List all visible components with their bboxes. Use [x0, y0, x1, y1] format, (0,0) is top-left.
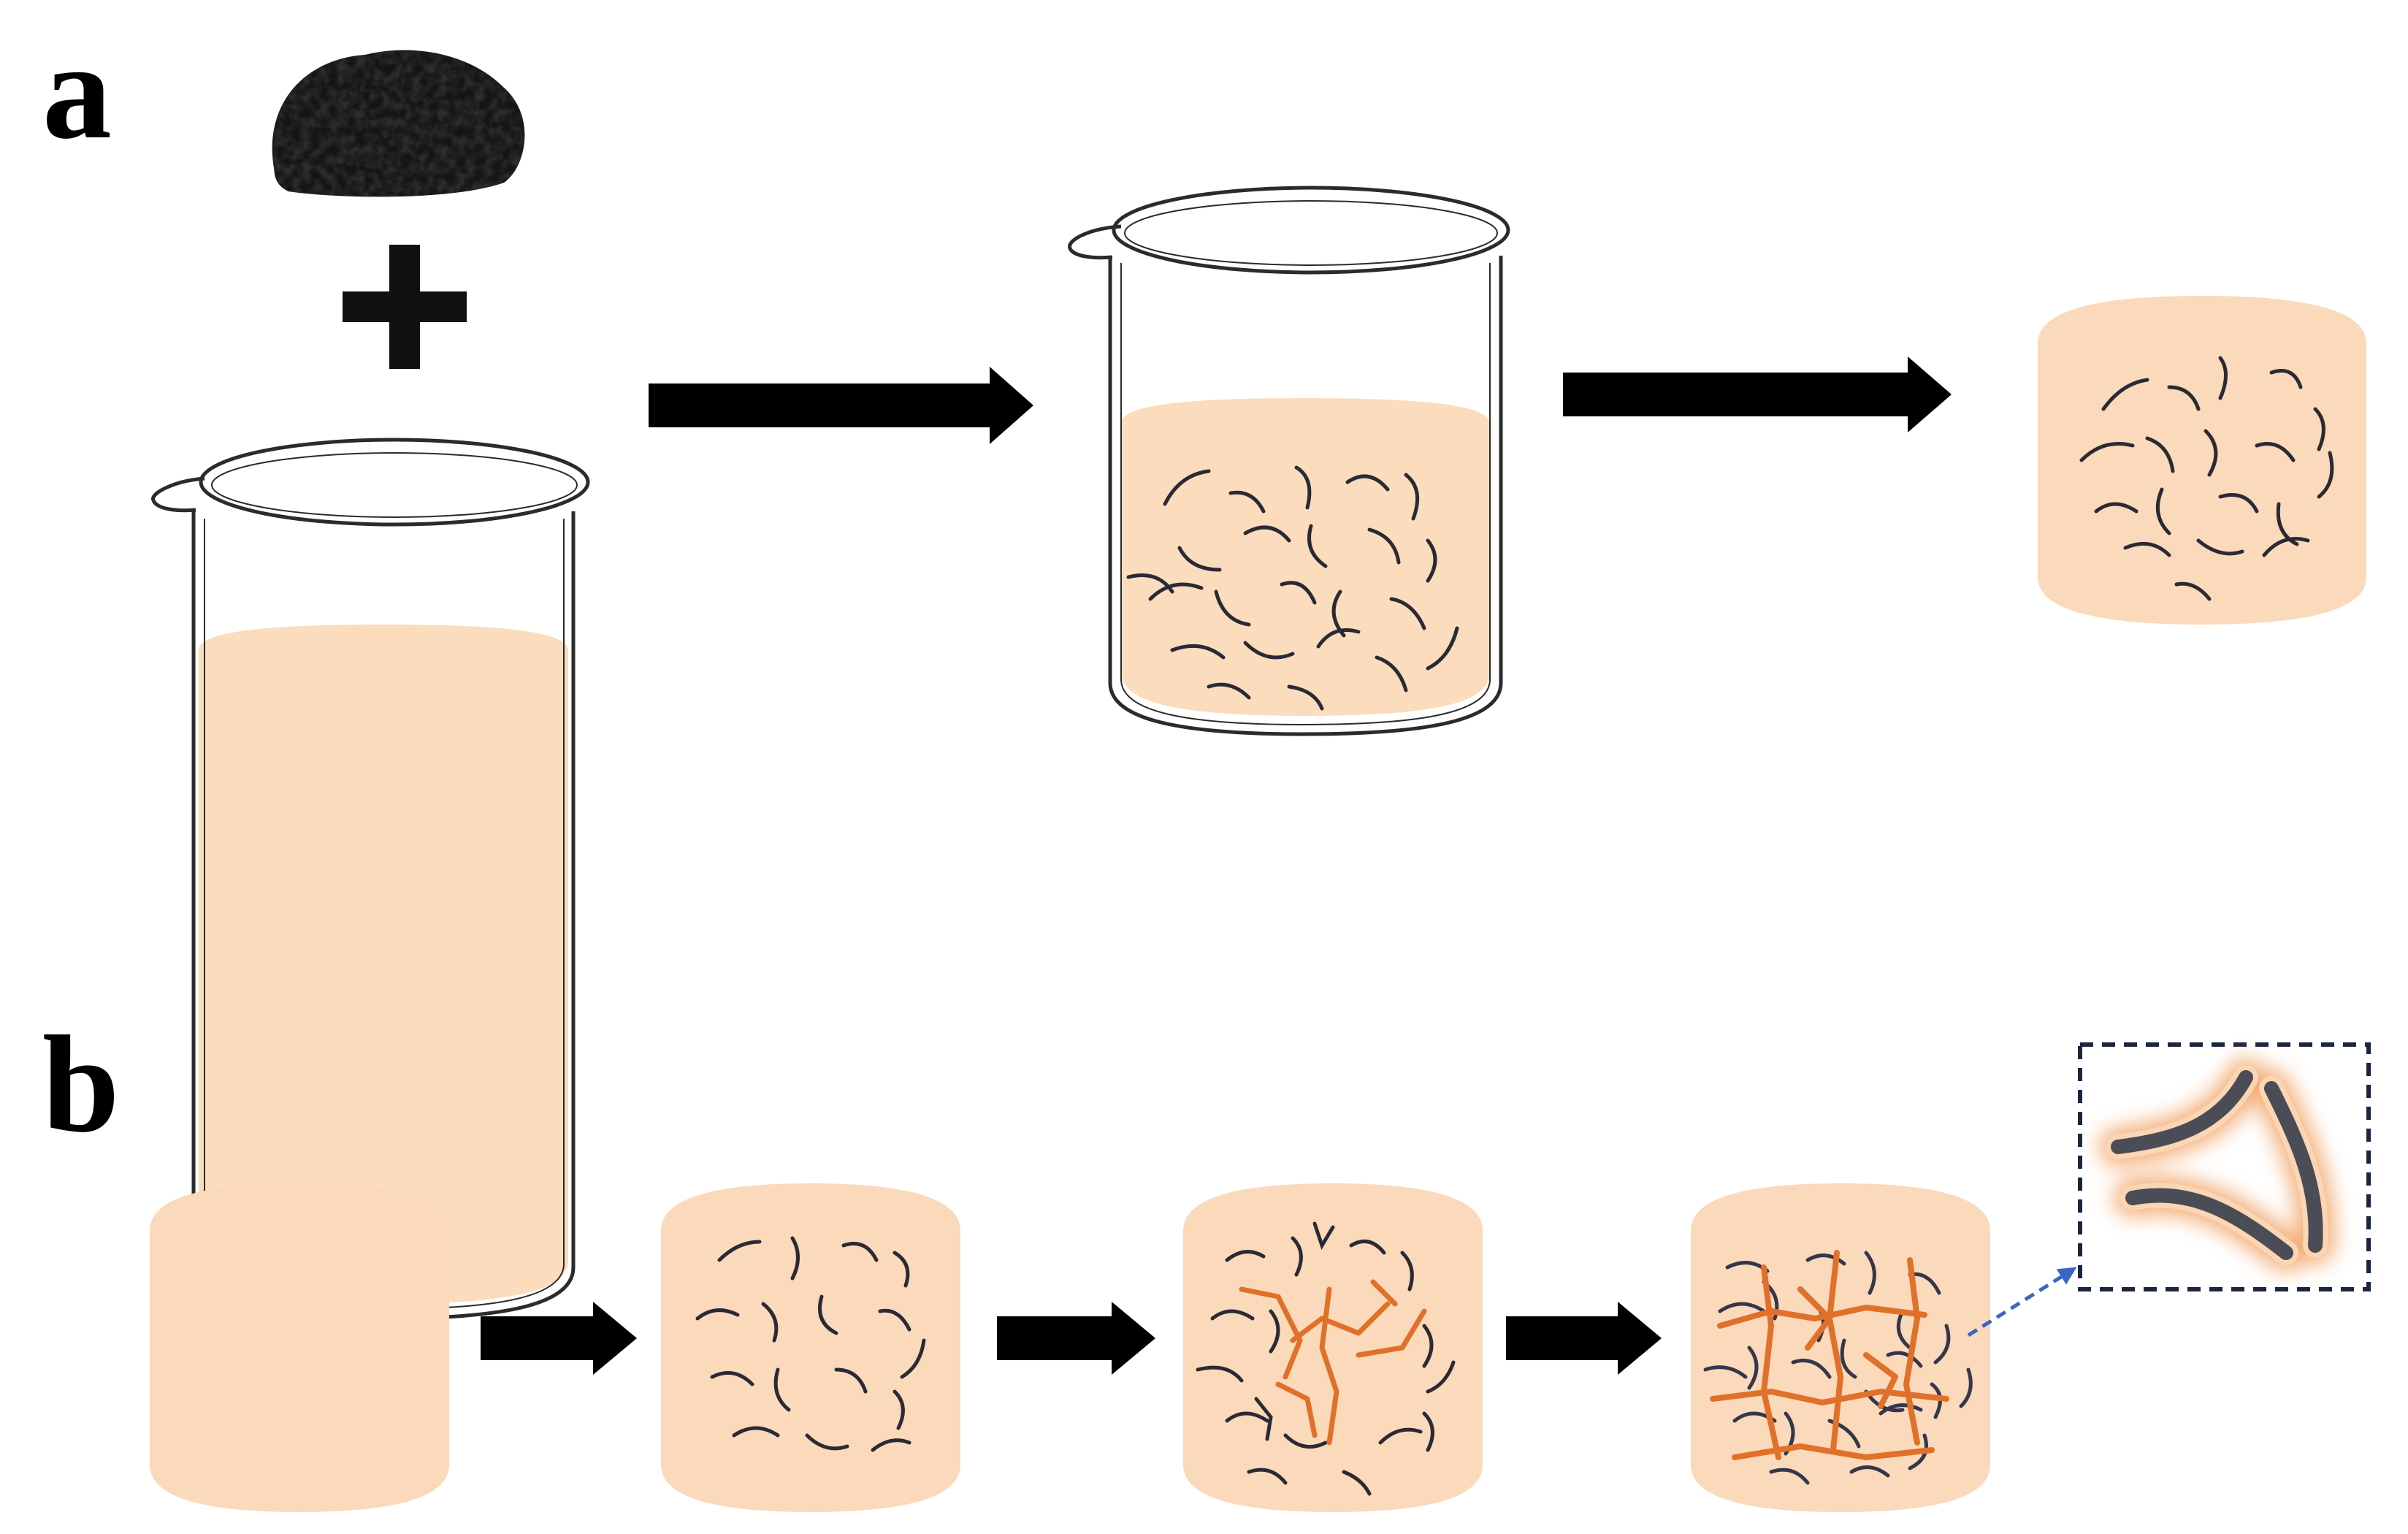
beaker-with-liquid: [151, 438, 590, 1321]
beaker-with-dispersed-fibers: [1068, 186, 1510, 736]
liquid: [1121, 398, 1490, 716]
gel-cylinder-with-fibers: [2038, 296, 2366, 625]
fiber-cluster: [1126, 465, 1459, 711]
black-powder-pile-icon: [272, 50, 525, 197]
gel-cylinder-with-fibers: [661, 1183, 960, 1512]
right-arrow-icon: [997, 1302, 1155, 1375]
panel-b: [150, 1042, 2371, 1512]
gel-cylinder-dense-network: [1691, 1183, 1990, 1512]
right-arrow-icon: [1563, 356, 1952, 432]
right-arrow-icon: [1506, 1302, 1662, 1375]
zoom-arrow: [1967, 1267, 2077, 1338]
panel-label-a: a: [42, 15, 112, 168]
right-arrow-icon: [481, 1302, 637, 1375]
liquid: [199, 625, 568, 1304]
gel-cylinder-fibers-and-polymer: [1183, 1183, 1483, 1512]
panel-label-b: b: [42, 1008, 120, 1161]
plus-icon: [343, 245, 467, 369]
right-arrow-icon: [649, 367, 1033, 444]
inset-junction-zoom: [2078, 1042, 2371, 1291]
junction-fibers: [2111, 1070, 2323, 1260]
panel-a: [151, 50, 2366, 1321]
gel-cylinder-plain: [150, 1183, 449, 1512]
